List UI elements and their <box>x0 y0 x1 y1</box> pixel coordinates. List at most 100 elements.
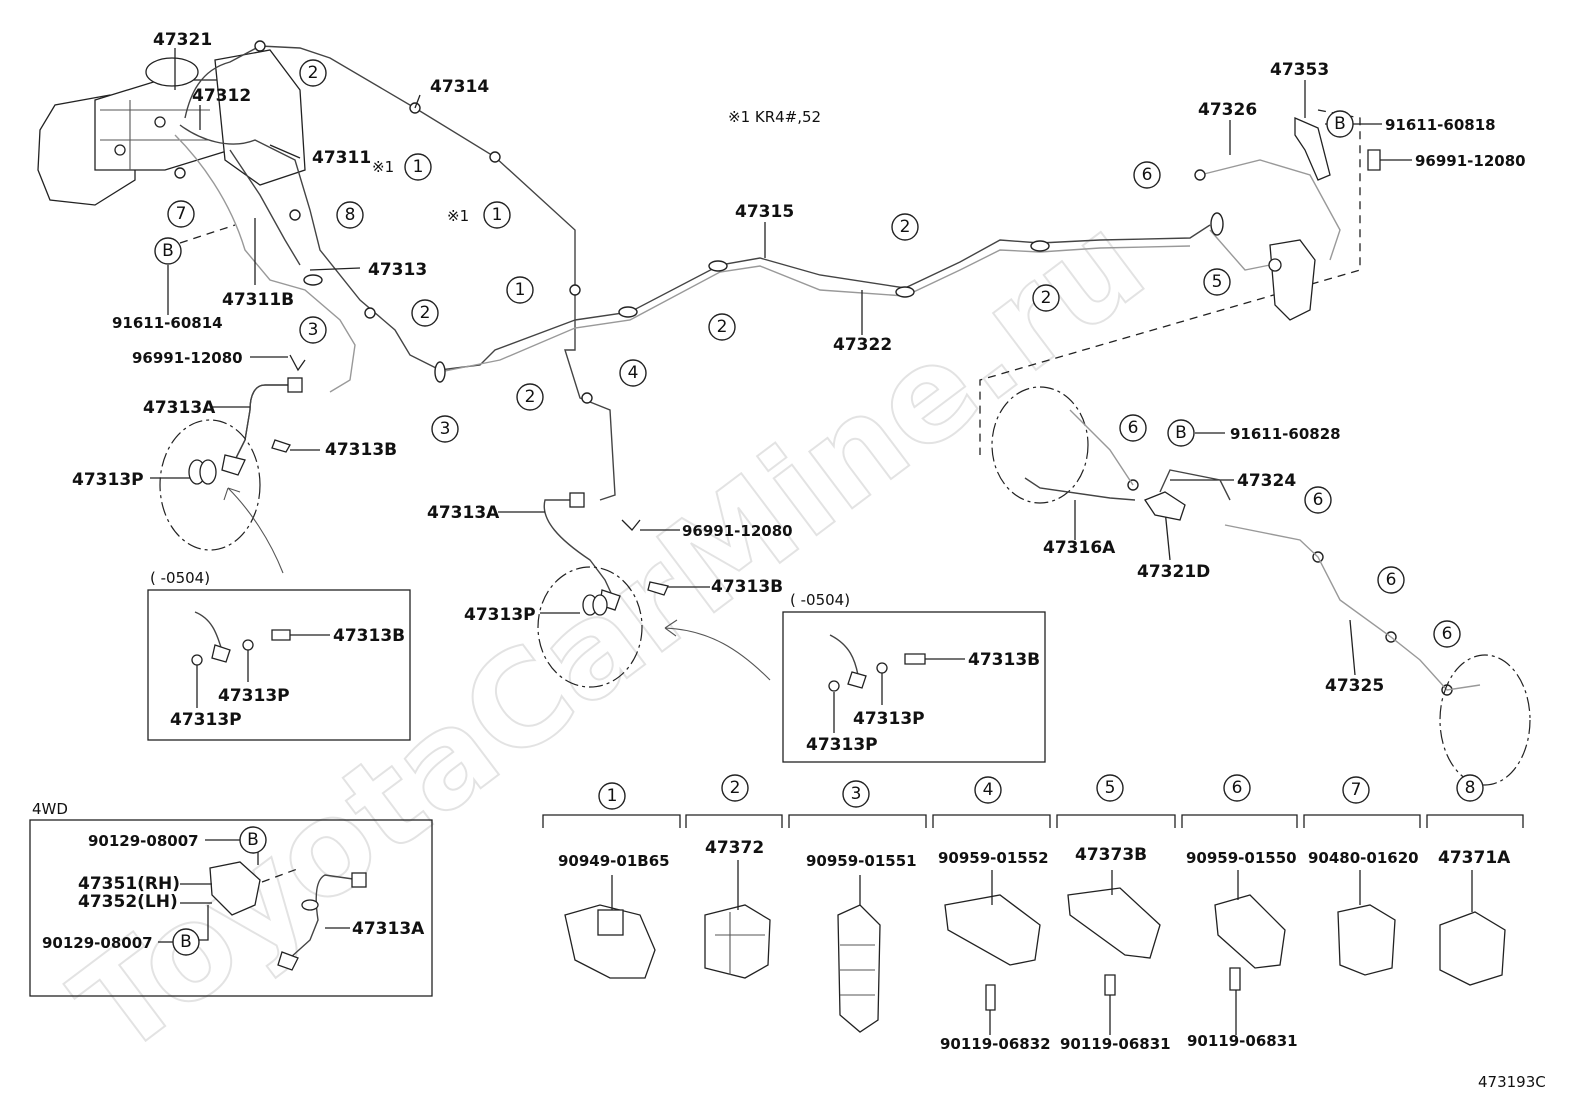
label-96991-12080-b: 96991-12080 <box>682 522 793 540</box>
callout-5: 5 <box>1203 268 1231 296</box>
clamp-4-header: 4 <box>974 776 1002 804</box>
clamp-4-bolt: 90119-06832 <box>940 1035 1051 1053</box>
clamp-3-part: 90959-01551 <box>806 852 917 870</box>
label-91611-60828: 91611-60828 <box>1230 425 1341 443</box>
main-rear-brake-line <box>439 159 1341 373</box>
callout-2: 2 <box>411 299 439 327</box>
svg-text:6: 6 <box>1313 490 1324 510</box>
label-47324: 47324 <box>1237 471 1296 491</box>
svg-text:7: 7 <box>1351 780 1362 800</box>
callout-b: B <box>1326 110 1354 138</box>
callout-b: B <box>154 237 182 265</box>
label-47313p-b: 47313P <box>464 605 536 625</box>
label-47313a-c: 47313A <box>352 919 425 939</box>
callout-1: 1 <box>506 276 534 304</box>
label-90129-08007-a: 90129-08007 <box>88 832 199 850</box>
line-clip-nodes <box>174 40 1453 696</box>
clamp-1-part: 90949-01B65 <box>558 852 670 870</box>
inset-left-47313p-1: 47313P <box>218 686 290 706</box>
svg-text:8: 8 <box>1465 778 1476 798</box>
inset-middle-47313b: 47313B <box>968 650 1040 670</box>
svg-text:3: 3 <box>308 320 319 340</box>
clamp-5-part: 47373B <box>1075 845 1147 865</box>
label-47351: 47351(RH) <box>78 874 180 894</box>
clamp-6-part: 90959-01550 <box>1186 849 1297 867</box>
callout-circles: 2 1 1 7 8 B 1 2 3 2 3 4 2 2 2 6 5 B 6 B … <box>154 59 1461 956</box>
clamp-7-part: 90480-01620 <box>1308 849 1419 867</box>
clamp-2-part: 47372 <box>705 838 764 858</box>
callout-b: B <box>172 928 200 956</box>
clamp-4-part: 90959-01552 <box>938 849 1049 867</box>
label-47313b-b: 47313B <box>711 577 783 597</box>
svg-text:B: B <box>1175 423 1187 443</box>
svg-text:4: 4 <box>983 780 994 800</box>
svg-text:8: 8 <box>345 205 356 225</box>
svg-text:1: 1 <box>413 157 424 177</box>
label-47321: 47321 <box>153 30 212 50</box>
callout-3: 3 <box>299 316 327 344</box>
diagram-code: 473193C <box>1478 1073 1546 1091</box>
callout-b: B <box>239 826 267 854</box>
clamp-6-header: 6 <box>1223 774 1251 802</box>
note-mark-1: ※1 <box>372 158 394 176</box>
clamp-legend: 1 2 3 4 5 6 7 8 90949-01B65 47372 90959-… <box>558 774 1511 1053</box>
label-47314: 47314 <box>430 77 489 97</box>
label-47311b: 47311B <box>222 290 294 310</box>
svg-text:3: 3 <box>851 784 862 804</box>
clamp-2-header: 2 <box>721 774 749 802</box>
inset-middle-box <box>782 611 1046 763</box>
inset-left-47313b: 47313B <box>333 626 405 646</box>
label-47312: 47312 <box>192 86 251 106</box>
callout-2: 2 <box>516 383 544 411</box>
svg-text:7: 7 <box>176 204 187 224</box>
front-brake-lines <box>174 45 616 501</box>
svg-text:2: 2 <box>420 303 431 323</box>
inset-middle-47313p-1: 47313P <box>853 709 925 729</box>
label-47315: 47315 <box>735 202 794 222</box>
label-47325: 47325 <box>1325 676 1384 696</box>
svg-text:2: 2 <box>730 778 741 798</box>
svg-text:B: B <box>162 241 174 261</box>
label-47353: 47353 <box>1270 60 1329 80</box>
label-91611-60818: 91611-60818 <box>1385 116 1496 134</box>
kr4-note: ※1 KR4#,52 <box>728 108 821 126</box>
label-91611-60814: 91611-60814 <box>112 314 223 332</box>
label-96991-12080-a: 96991-12080 <box>132 349 243 367</box>
middle-hose-assembly <box>498 492 771 688</box>
label-47352: 47352(LH) <box>78 892 178 912</box>
svg-text:6: 6 <box>1442 624 1453 644</box>
svg-text:B: B <box>1334 114 1346 134</box>
label-47316a: 47316A <box>1043 538 1116 558</box>
svg-text:2: 2 <box>1041 288 1052 308</box>
inset-left-47313p-2: 47313P <box>170 710 242 730</box>
svg-text:B: B <box>180 932 192 952</box>
label-47313: 47313 <box>368 260 427 280</box>
callout-6: 6 <box>1304 486 1332 514</box>
clamp-8-header: 8 <box>1456 774 1484 802</box>
callout-4: 4 <box>619 359 647 387</box>
svg-text:2: 2 <box>525 387 536 407</box>
clamp-drawings <box>564 860 1506 1035</box>
svg-text:6: 6 <box>1386 570 1397 590</box>
svg-text:3: 3 <box>440 419 451 439</box>
label-47313a-a: 47313A <box>143 398 216 418</box>
callout-6: 6 <box>1133 161 1161 189</box>
label-47313a-b: 47313A <box>427 503 500 523</box>
note-mark-2: ※1 <box>447 207 469 225</box>
inset-left-range: ( -0504) <box>150 569 210 587</box>
callout-7: 7 <box>167 200 195 228</box>
label-47313p-a: 47313P <box>72 470 144 490</box>
label-47313b-a: 47313B <box>325 440 397 460</box>
callout-1: 1 <box>483 201 511 229</box>
label-47326: 47326 <box>1198 100 1257 120</box>
callout-2: 2 <box>708 313 736 341</box>
callout-1: 1 <box>404 153 432 181</box>
abs-actuator-drawing <box>37 49 306 206</box>
clamp-5-bolt: 90119-06831 <box>1060 1035 1171 1053</box>
section-4wd-label: 4WD <box>32 800 68 818</box>
label-90129-08007-b: 90129-08007 <box>42 934 153 952</box>
callout-3: 3 <box>431 415 459 443</box>
svg-text:5: 5 <box>1105 778 1116 798</box>
svg-text:6: 6 <box>1142 165 1153 185</box>
clamp-6-bolt: 90119-06831 <box>1187 1032 1298 1050</box>
